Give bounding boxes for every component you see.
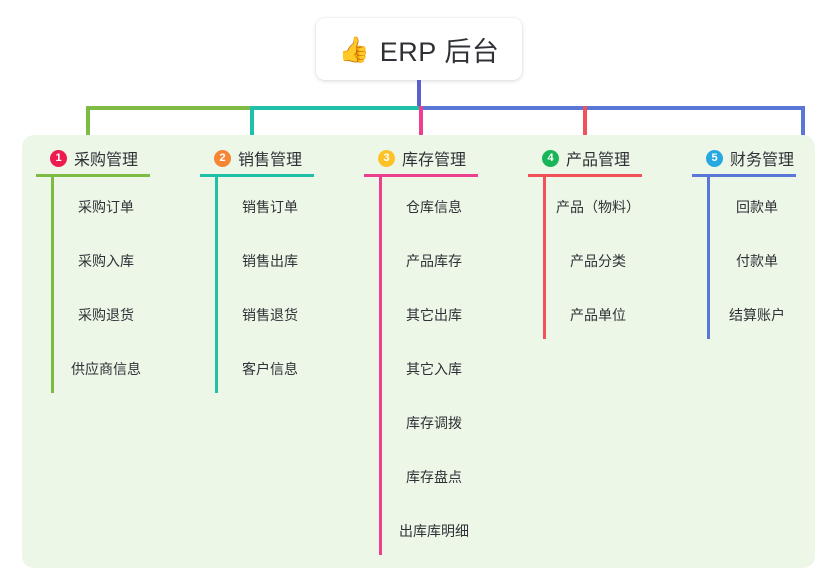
branch-item[interactable]: 产品单位 <box>543 285 653 339</box>
branch-item-label: 产品（物料） <box>556 199 640 215</box>
branches-panel <box>22 135 815 568</box>
branch-column-3: 3 库存管理仓库信息产品库存其它出库其它入库库存调拨库存盘点出库库明细 <box>364 146 514 555</box>
branch-item[interactable]: 产品库存 <box>379 231 489 285</box>
branch-header-rule <box>364 174 478 177</box>
branch-item-label: 采购入库 <box>78 253 134 269</box>
branch-item[interactable]: 出库库明细 <box>379 501 489 555</box>
branch-item[interactable]: 采购退货 <box>51 285 161 339</box>
branch-item[interactable]: 供应商信息 <box>51 339 161 393</box>
branch-title: 产品管理 <box>566 152 631 169</box>
branch-column-1: 1 采购管理采购订单采购入库采购退货供应商信息 <box>36 146 186 393</box>
branch-item[interactable]: 库存盘点 <box>379 447 489 501</box>
branch-spine <box>543 177 546 339</box>
branch-header-rule <box>528 174 642 177</box>
branch-header-5[interactable]: 5 财务管理 <box>692 146 832 170</box>
branch-item[interactable]: 其它出库 <box>379 285 489 339</box>
bus-segment-1 <box>86 106 250 110</box>
branch-item-list: 产品（物料） 产品分类产品单位 <box>543 177 653 339</box>
branch-item[interactable]: 销售退货 <box>215 285 325 339</box>
branch-item[interactable]: 库存调拨 <box>379 393 489 447</box>
branch-item[interactable]: 销售订单 <box>215 177 325 231</box>
drop-stub-2 <box>250 106 254 144</box>
branch-item-label: 销售订单 <box>242 199 298 215</box>
branch-item-label: 客户信息 <box>242 361 298 377</box>
bus-segment-2 <box>250 106 419 110</box>
branch-item-label: 结算账户 <box>729 307 785 323</box>
branch-item-list: 销售订单销售出库销售退货客户信息 <box>215 177 325 393</box>
root-title: ERP 后台 <box>379 36 500 67</box>
root-node[interactable]: 👍 ERP 后台 <box>316 18 522 80</box>
drop-stub-4 <box>583 106 587 136</box>
branch-column-5: 5 财务管理回款单付款单结算账户 <box>692 146 832 339</box>
bus-segment-3 <box>419 106 801 110</box>
branch-item-label: 供应商信息 <box>71 361 141 377</box>
branch-item[interactable]: 销售出库 <box>215 231 325 285</box>
branch-item-label: 产品库存 <box>406 253 462 269</box>
branch-item-label: 库存调拨 <box>406 415 462 431</box>
branch-item-label: 其它出库 <box>406 307 462 323</box>
branch-number-badge: 1 <box>50 149 67 167</box>
branch-title: 财务管理 <box>730 152 795 169</box>
branch-spine <box>215 177 218 393</box>
branch-item-label: 库存盘点 <box>406 469 462 485</box>
branch-header-rule <box>692 174 796 177</box>
branch-item[interactable]: 结算账户 <box>707 285 807 339</box>
branch-item[interactable]: 采购入库 <box>51 231 161 285</box>
branch-number-badge: 4 <box>542 149 559 167</box>
branch-header-rule <box>200 174 314 177</box>
branch-spine <box>51 177 54 393</box>
branch-item-label: 产品分类 <box>570 253 626 269</box>
branch-item[interactable]: 采购订单 <box>51 177 161 231</box>
branch-title: 销售管理 <box>238 152 303 169</box>
branch-item[interactable]: 产品分类 <box>543 231 653 285</box>
branch-item[interactable]: 产品（物料） <box>543 177 653 231</box>
branch-number-badge: 5 <box>706 149 723 167</box>
branch-header-2[interactable]: 2 销售管理 <box>200 146 350 170</box>
drop-stub-5 <box>801 106 805 144</box>
branch-item-list: 回款单付款单结算账户 <box>707 177 807 339</box>
branch-title: 采购管理 <box>74 152 139 169</box>
branch-item-label: 付款单 <box>736 253 778 269</box>
branch-item-label: 出库库明细 <box>399 523 469 539</box>
branch-header-3[interactable]: 3 库存管理 <box>364 146 514 170</box>
branch-item-label: 仓库信息 <box>406 199 462 215</box>
branch-spine <box>379 177 382 555</box>
branch-item-list: 采购订单采购入库采购退货供应商信息 <box>51 177 161 393</box>
drop-stub-3 <box>419 106 423 136</box>
branch-header-rule <box>36 174 150 177</box>
branch-item[interactable]: 仓库信息 <box>379 177 489 231</box>
branch-item-label: 产品单位 <box>570 307 626 323</box>
branch-item[interactable]: 付款单 <box>707 231 807 285</box>
branch-spine <box>707 177 710 339</box>
branch-item[interactable]: 回款单 <box>707 177 807 231</box>
branch-item-label: 采购退货 <box>78 307 134 323</box>
drop-stub-1 <box>86 106 90 144</box>
branch-number-badge: 3 <box>378 149 395 167</box>
root-stem-connector <box>417 80 421 108</box>
branch-item-label: 采购订单 <box>78 199 134 215</box>
branch-column-4: 4 产品管理产品（物料） 产品分类产品单位 <box>528 146 678 339</box>
branch-item-list: 仓库信息产品库存其它出库其它入库库存调拨库存盘点出库库明细 <box>379 177 489 555</box>
branch-header-4[interactable]: 4 产品管理 <box>528 146 678 170</box>
branch-title: 库存管理 <box>402 152 467 169</box>
branch-header-1[interactable]: 1 采购管理 <box>36 146 186 170</box>
branch-column-2: 2 销售管理销售订单销售出库销售退货客户信息 <box>200 146 350 393</box>
branch-number-badge: 2 <box>214 149 231 167</box>
branch-item[interactable]: 客户信息 <box>215 339 325 393</box>
branch-item-label: 回款单 <box>736 199 778 215</box>
branch-item[interactable]: 其它入库 <box>379 339 489 393</box>
thumbs-up-icon: 👍 <box>338 34 370 64</box>
branch-item-label: 销售退货 <box>242 307 298 323</box>
branch-item-label: 其它入库 <box>406 361 462 377</box>
branch-item-label: 销售出库 <box>242 253 298 269</box>
